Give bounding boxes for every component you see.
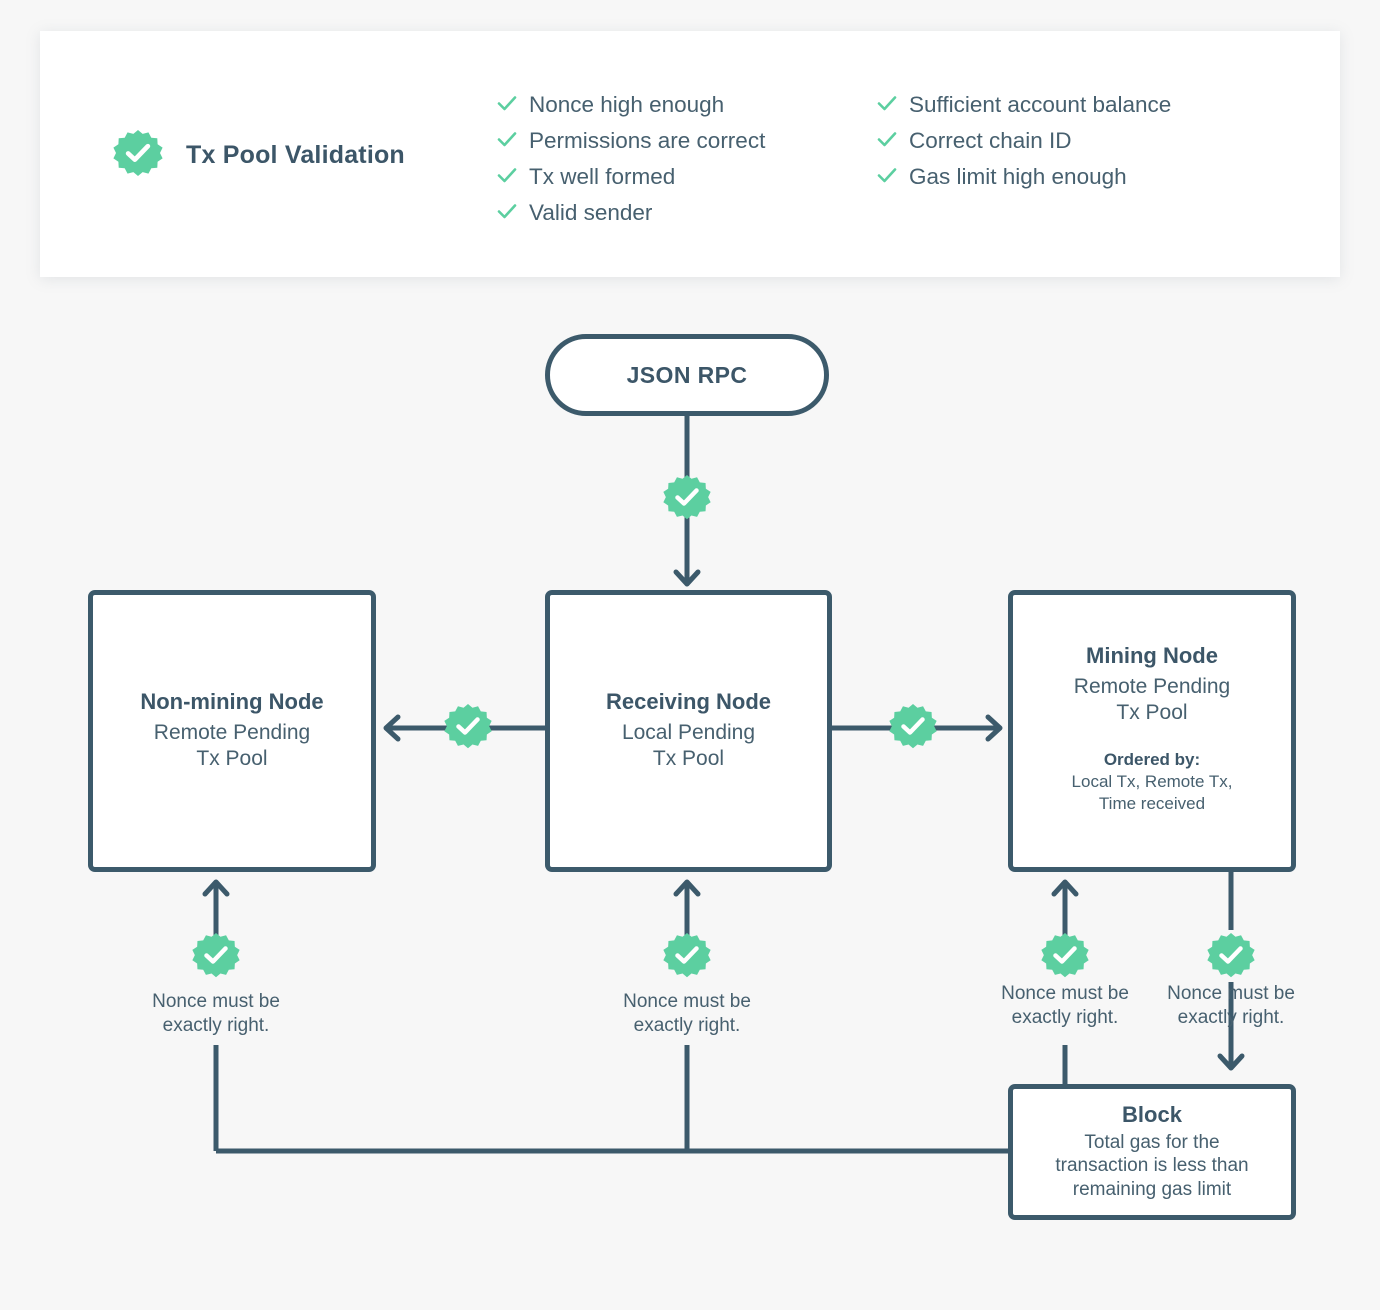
checklist-label: Nonce high enough xyxy=(529,92,725,117)
node-title: Block xyxy=(1122,1101,1182,1127)
node-non-mining[interactable]: Non-mining Node Remote Pending Tx Pool xyxy=(88,590,376,872)
node-mining[interactable]: Mining Node Remote Pending Tx Pool Order… xyxy=(1008,590,1296,872)
node-subtitle: Remote Pending Tx Pool xyxy=(1073,674,1231,725)
badge-receiving-to-mining xyxy=(888,703,938,753)
node-receiving[interactable]: Receiving Node Local Pending Tx Pool xyxy=(545,590,832,872)
node-subtitle: Total gas for the transaction is less th… xyxy=(1055,1131,1249,1201)
node-block[interactable]: Block Total gas for the transaction is l… xyxy=(1008,1084,1296,1220)
caption-nonce-receiving: Nonce must be exactly right. xyxy=(623,991,751,1037)
checklist-label: Valid sender xyxy=(529,200,653,225)
checklist-item: Sufficient account balance xyxy=(875,87,1171,123)
checklist-label: Sufficient account balance xyxy=(909,92,1172,117)
checklist-label: Correct chain ID xyxy=(909,128,1072,153)
node-title: Non-mining Node xyxy=(140,689,324,715)
check-icon xyxy=(495,91,529,120)
node-title: Mining Node xyxy=(1086,643,1218,668)
badge-mining-to-block xyxy=(1206,932,1256,982)
badge-block-to-receiving xyxy=(662,932,712,982)
check-icon xyxy=(875,127,909,156)
checklist-column-2: Sufficient account balance Correct chain… xyxy=(875,87,1171,195)
badge-receiving-to-non-mining xyxy=(443,703,493,753)
check-icon xyxy=(875,91,909,120)
checklist-item: Nonce high enough xyxy=(495,87,765,123)
checklist-item: Permissions are correct xyxy=(495,123,765,159)
check-icon xyxy=(495,199,529,228)
ordering-label: Ordered by: xyxy=(1103,749,1201,769)
card-title: Tx Pool Validation xyxy=(186,140,405,169)
badge-block-to-mining xyxy=(1040,932,1090,982)
badge-json-rpc-to-receiving xyxy=(662,474,712,524)
badge-block-to-non-mining xyxy=(191,932,241,982)
caption-nonce-mining-out: Nonce must be exactly right. xyxy=(1167,983,1295,1029)
node-subtitle: Local Pending Tx Pool xyxy=(621,720,756,771)
checklist-item: Correct chain ID xyxy=(875,123,1171,159)
caption-nonce-non-mining: Nonce must be exactly right. xyxy=(152,991,280,1037)
check-icon xyxy=(495,127,529,156)
tx-pool-validation-card: Tx Pool Validation Nonce high enough Per… xyxy=(40,31,1340,277)
node-ordering: Ordered by: Local Tx, Remote Tx, Time re… xyxy=(1072,749,1233,815)
card-header: Tx Pool Validation xyxy=(112,129,405,181)
checklist-item: Valid sender xyxy=(495,195,765,231)
checklist-label: Tx well formed xyxy=(529,164,676,189)
checklist-label: Gas limit high enough xyxy=(909,164,1127,189)
node-title: Receiving Node xyxy=(605,689,772,715)
node-subtitle: Remote Pending Tx Pool xyxy=(153,720,311,771)
checklist-column-1: Nonce high enough Permissions are correc… xyxy=(495,87,765,231)
checklist-item: Gas limit high enough xyxy=(875,159,1171,195)
caption-nonce-mining-in: Nonce must be exactly right. xyxy=(1001,983,1129,1029)
checklist-label: Permissions are correct xyxy=(529,128,766,153)
node-title: JSON RPC xyxy=(626,361,748,388)
ordering-value: Local Tx, Remote Tx, Time received xyxy=(1071,771,1233,813)
check-icon xyxy=(495,163,529,192)
node-json-rpc[interactable]: JSON RPC xyxy=(545,334,829,416)
checklist-item: Tx well formed xyxy=(495,159,765,195)
check-seal-icon xyxy=(112,129,164,181)
check-icon xyxy=(875,163,909,192)
